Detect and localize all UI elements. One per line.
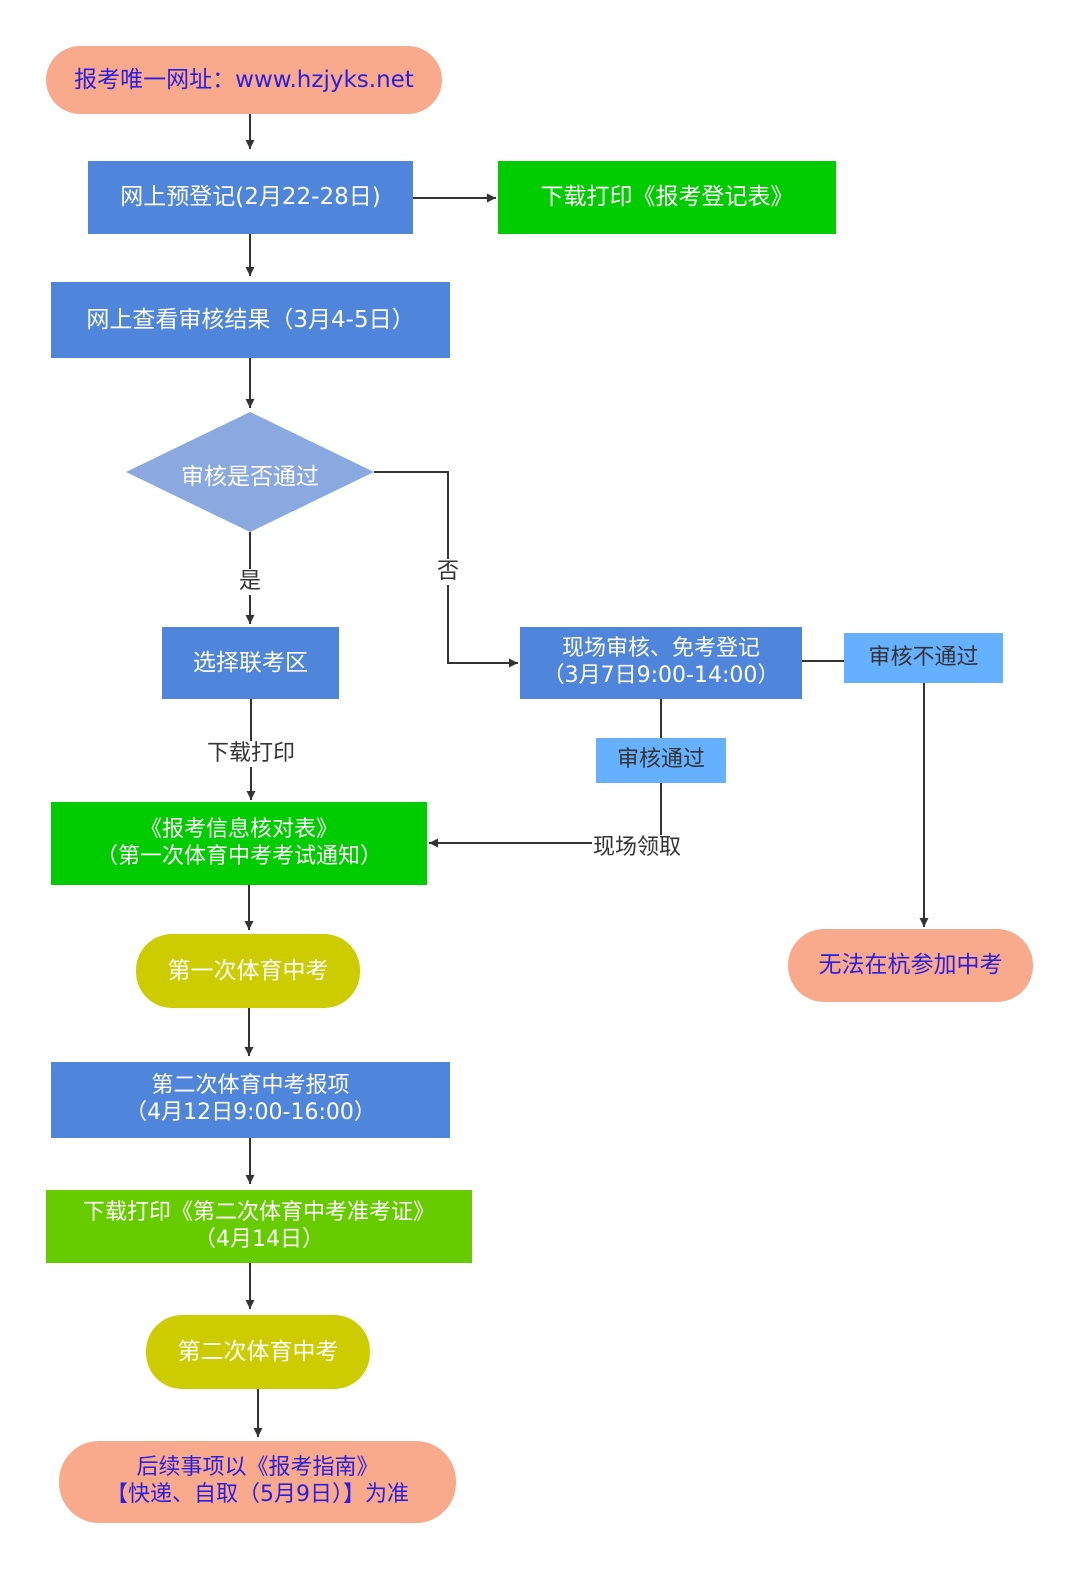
- verify-form-node: 《报考信息核对表》 （第一次体育中考考试通知）: [51, 802, 427, 885]
- start-node: 报考唯一网址：www.hzjyks.net: [46, 46, 442, 114]
- edge-review-pass-to-verify-form: [429, 783, 662, 848]
- download-ticket-line2: （4月14日）: [194, 1226, 324, 1252]
- second-signup-line2: （4月12日9:00-16:00）: [125, 1100, 376, 1125]
- onsite-review-line2: （3月7日9:00-14:00）: [542, 663, 780, 688]
- cannot-attend-node: 无法在杭参加中考: [788, 929, 1033, 1002]
- download-ticket-line1: 下载打印《第二次体育中考准考证》: [82, 1199, 435, 1225]
- edge-label-no: 否: [435, 559, 461, 585]
- decision-node-text: 审核是否通过: [181, 464, 319, 490]
- start-node-text: 报考唯一网址：www.hzjyks.net: [74, 66, 414, 93]
- edge-label-yes: 是: [237, 569, 263, 595]
- second-pe-exam-node-text: 第二次体育中考: [177, 1338, 339, 1365]
- verify-form-line2: （第一次体育中考考试通知）: [95, 843, 382, 869]
- review-pass-node-text: 审核通过: [616, 747, 705, 773]
- edge-label-onsite-pickup: 现场领取: [591, 835, 683, 861]
- end-line2: 【快递、自取（5月9日）】为准: [106, 1482, 409, 1507]
- cannot-attend-node-text: 无法在杭参加中考: [818, 952, 1003, 979]
- second-signup-line1: 第二次体育中考报项: [151, 1073, 350, 1099]
- preregister-node-text: 网上预登记(2月22-28日): [120, 184, 381, 211]
- download-ticket-node: 下载打印《第二次体育中考准考证》 （4月14日）: [46, 1190, 472, 1263]
- onsite-review-node: 现场审核、免考登记 （3月7日9:00-14:00）: [520, 627, 802, 699]
- first-pe-exam-node: 第一次体育中考: [136, 934, 360, 1008]
- edge-label-download-print: 下载打印: [205, 741, 297, 767]
- verify-form-line1: 《报考信息核对表》: [139, 816, 338, 842]
- choose-zone-node-text: 选择联考区: [193, 649, 308, 676]
- download-form-node-text: 下载打印《报考登记表》: [540, 184, 794, 211]
- decision-diamond-shape: [126, 412, 374, 532]
- review-fail-node-text: 审核不通过: [868, 644, 979, 670]
- check-result-node-text: 网上查看审核结果（3月4-5日）: [86, 306, 415, 333]
- check-result-node: 网上查看审核结果（3月4-5日）: [51, 282, 450, 358]
- onsite-review-line1: 现场审核、免考登记: [561, 636, 760, 662]
- end-line1: 后续事项以《报考指南》: [136, 1455, 379, 1481]
- preregister-node: 网上预登记(2月22-28日): [88, 161, 413, 234]
- review-fail-node: 审核不通过: [844, 633, 1003, 683]
- review-pass-node: 审核通过: [596, 738, 726, 783]
- second-signup-node: 第二次体育中考报项 （4月12日9:00-16:00）: [51, 1062, 450, 1138]
- end-node: 后续事项以《报考指南》 【快递、自取（5月9日）】为准: [59, 1441, 456, 1523]
- download-form-node: 下载打印《报考登记表》: [498, 161, 836, 234]
- choose-zone-node: 选择联考区: [162, 627, 339, 699]
- second-pe-exam-node: 第二次体育中考: [146, 1315, 370, 1389]
- first-pe-exam-node-text: 第一次体育中考: [167, 957, 329, 984]
